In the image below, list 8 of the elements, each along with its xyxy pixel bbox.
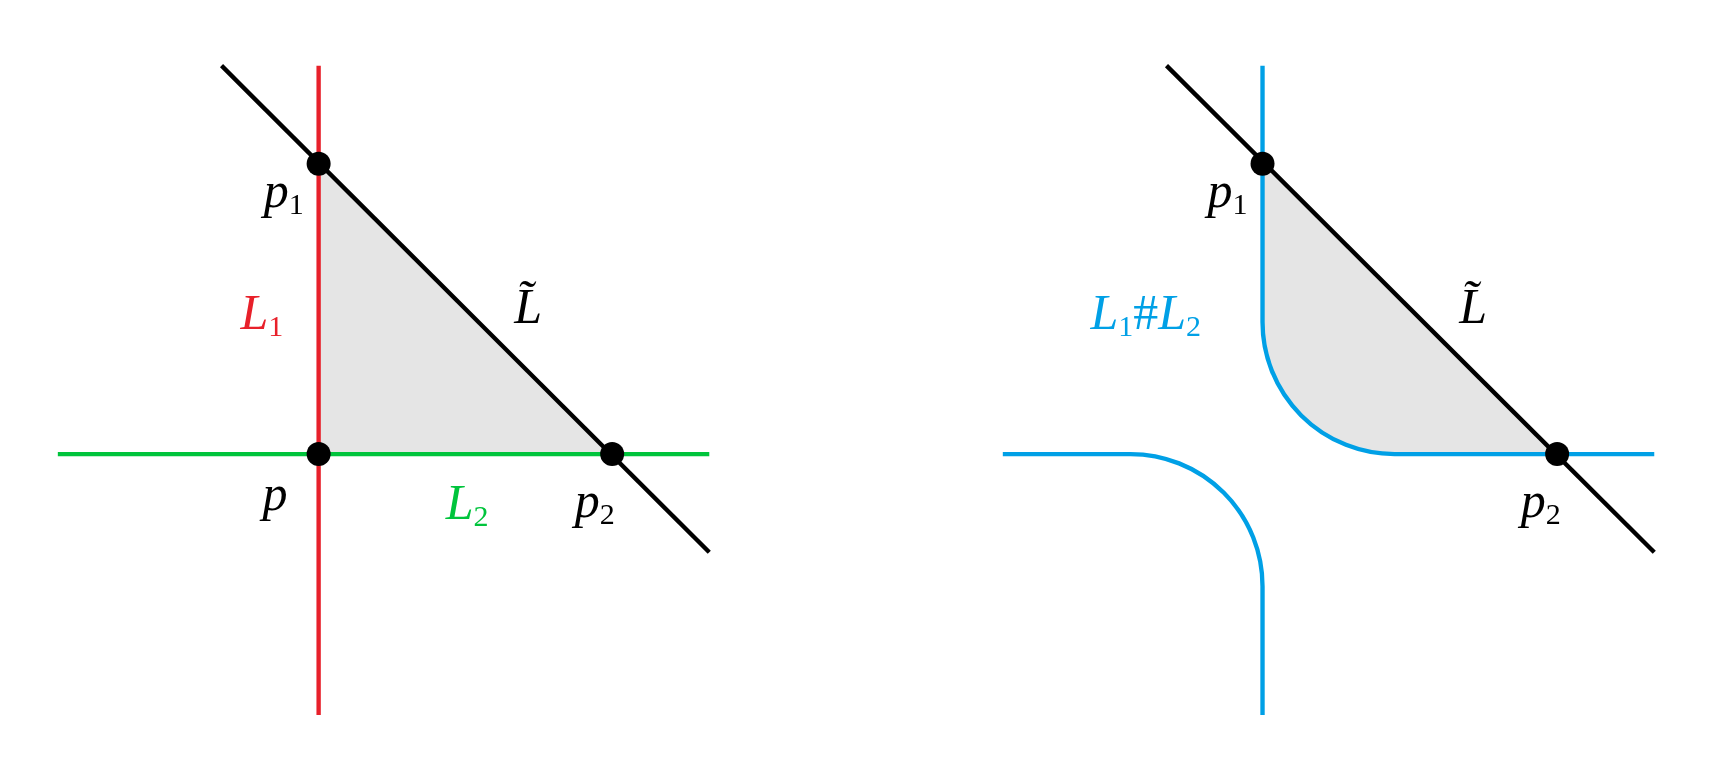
line-label: L$_{2}$ [445,476,489,532]
line-label: L̃ [514,280,543,331]
point-label: p$_{2}$ [574,474,615,530]
line-label: L̃ [1459,280,1487,331]
point-label: p$_{1}$ [263,164,304,220]
line-label: L$_{1}$ [240,287,284,342]
point-label: p$_{2}$ [1520,474,1561,530]
curve-label: L$_{1}$#L$_{2}$ [1090,287,1202,342]
